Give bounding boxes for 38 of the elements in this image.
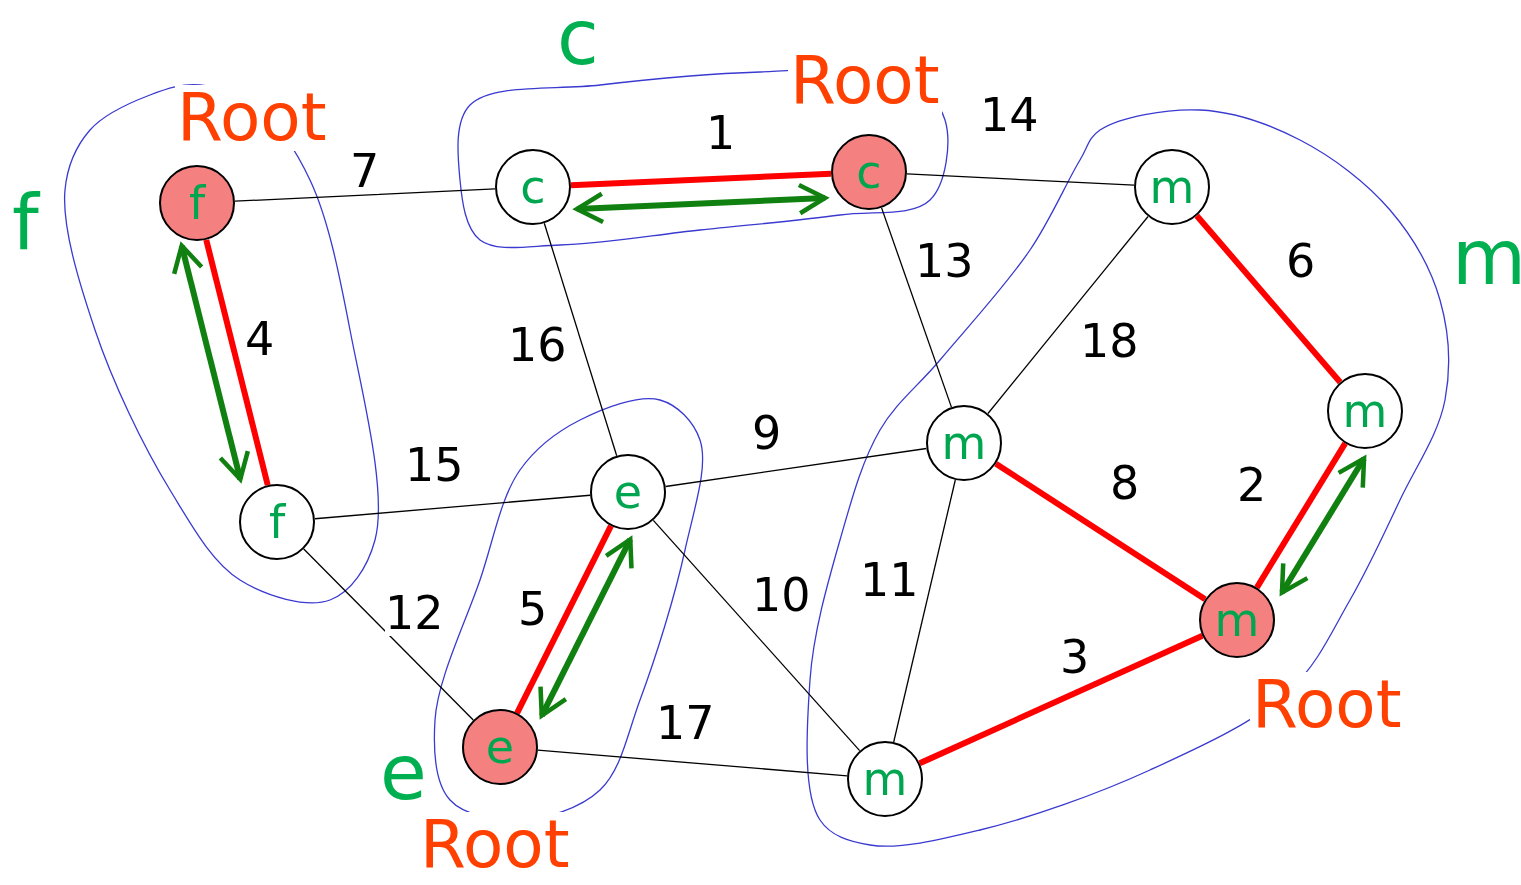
edge-line xyxy=(514,524,614,715)
double-arrow xyxy=(574,182,828,225)
vertex-circle: m xyxy=(847,741,923,817)
edge-line xyxy=(1254,441,1348,590)
vertex-circle: c xyxy=(495,149,571,225)
cluster-letter: e xyxy=(379,735,428,811)
edge-line xyxy=(664,447,928,488)
edge-line xyxy=(537,749,848,777)
edge-line xyxy=(880,207,953,408)
edge-line xyxy=(543,222,618,457)
vertex-circle: m xyxy=(926,405,1002,481)
edge-line xyxy=(234,188,496,202)
root-vertex-circle: m xyxy=(1199,582,1275,658)
cluster-letter: f xyxy=(11,185,41,261)
vertex-circle: m xyxy=(1327,373,1403,449)
root-label: Root xyxy=(175,85,329,151)
edge-line xyxy=(570,170,832,189)
edge-line xyxy=(994,461,1207,602)
double-arrow xyxy=(171,243,251,482)
vertex-circle: e xyxy=(590,454,666,530)
edge-line xyxy=(303,548,474,721)
root-vertex-circle: e xyxy=(462,709,538,785)
edge-line xyxy=(1194,213,1343,385)
edge-line xyxy=(893,479,956,743)
edge-line xyxy=(906,173,1135,186)
edge-line xyxy=(203,239,271,486)
root-vertex-circle: f xyxy=(159,165,235,241)
double-arrow xyxy=(538,537,634,718)
cluster-letter: m xyxy=(1451,220,1521,296)
edge-line xyxy=(314,494,591,520)
edge-line xyxy=(918,632,1204,767)
edge-line xyxy=(987,215,1149,415)
edge-line xyxy=(652,519,861,752)
vertex-circle: m xyxy=(1134,149,1210,225)
vertex-circle: f xyxy=(239,484,315,560)
double-arrow xyxy=(1279,456,1367,595)
cluster-letter: c xyxy=(556,0,600,76)
root-vertex-circle: c xyxy=(831,134,907,210)
